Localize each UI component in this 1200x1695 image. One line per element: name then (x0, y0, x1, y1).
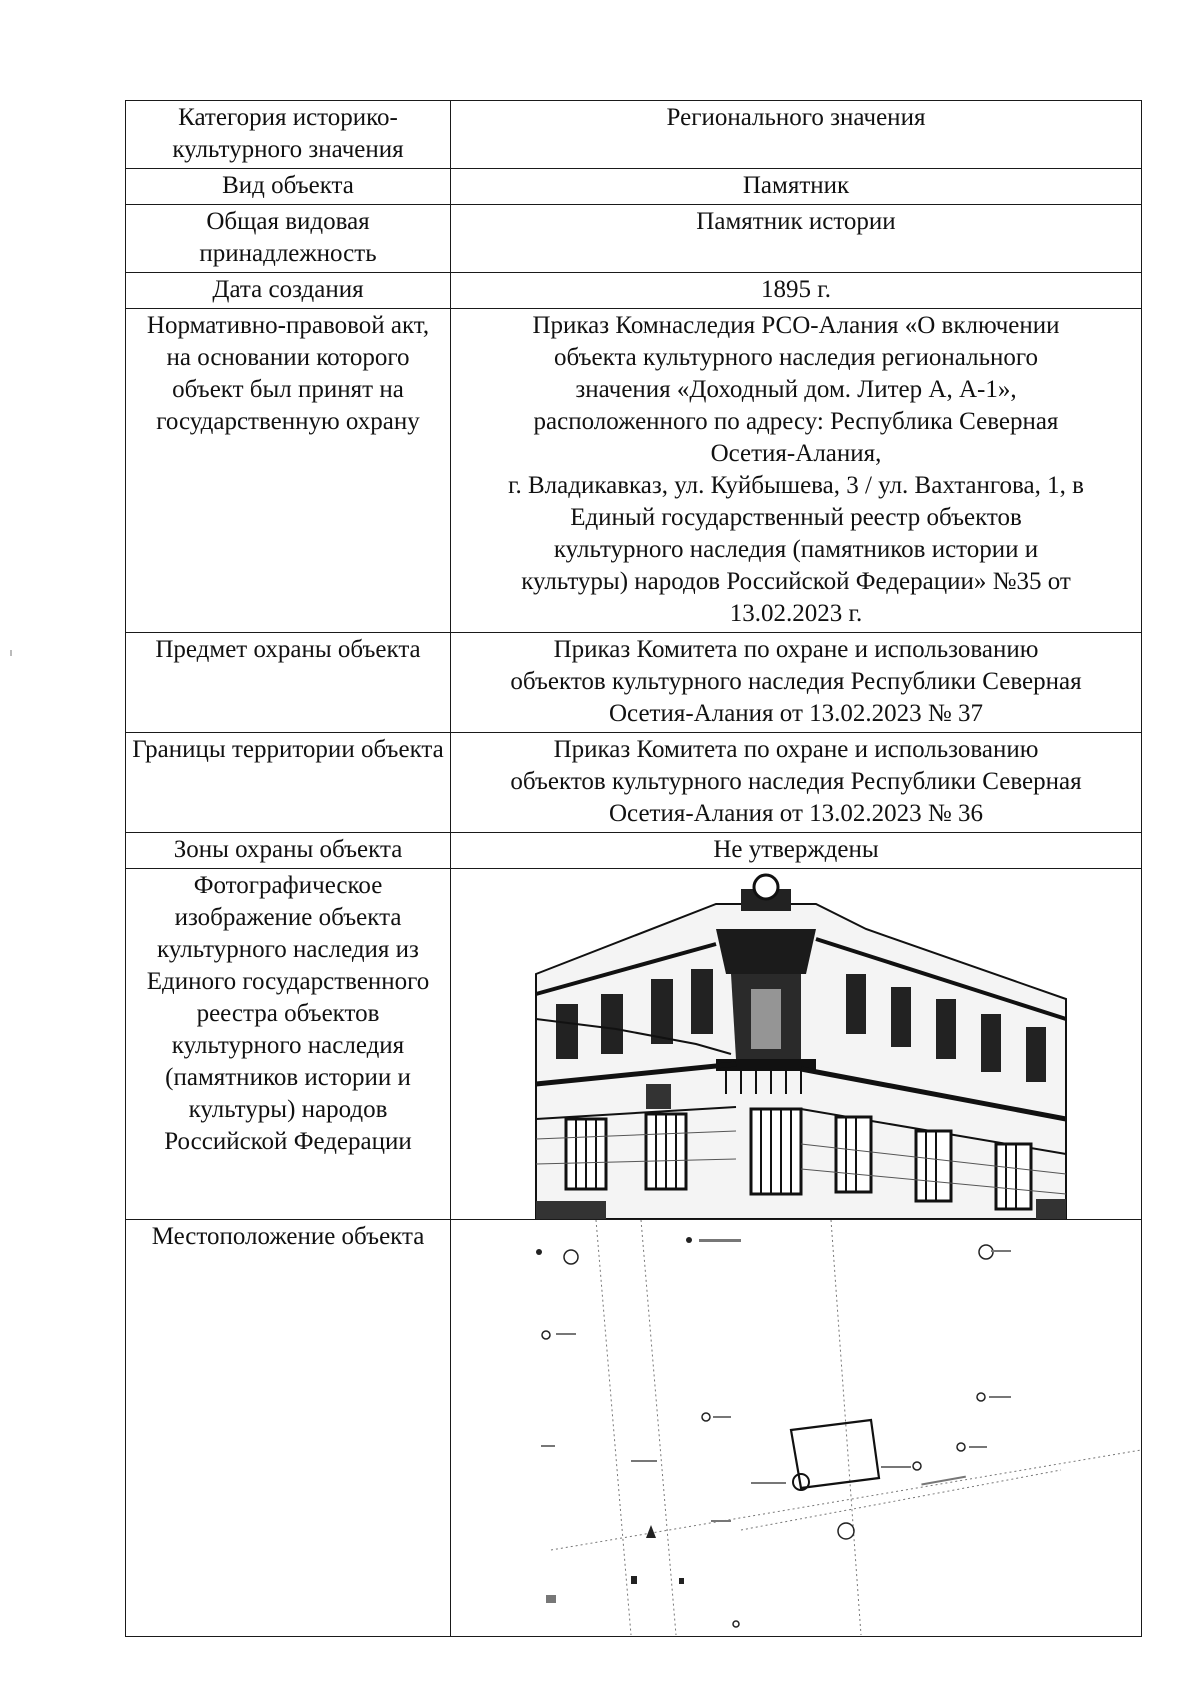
row-label: Зоны охраны объекта (125, 832, 451, 869)
value-line: Приказ Комнаследия РСО-Алания «О включен… (532, 312, 1060, 339)
scan-mark (10, 650, 12, 656)
value-line: культуры) народов Российской Федерации» … (521, 568, 1071, 595)
table-row: Дата создания 1895 г. (125, 272, 1142, 309)
row-value: Приказ Комитета по охране и использовани… (450, 732, 1142, 833)
value-line: Осетия-Алания, (710, 440, 882, 467)
row-label: Границы территории объекта (125, 732, 451, 833)
value-line: объектов культурного наследия Республики… (510, 668, 1082, 695)
table-row: Нормативно-правовой акт, на основании ко… (125, 308, 1142, 633)
row-label: Категория историко-культурного значения (125, 100, 451, 169)
table-row: Категория историко-культурного значения … (125, 100, 1142, 169)
value-line: расположенного по адресу: Республика Сев… (533, 408, 1059, 435)
table-row: Местоположение объекта (125, 1219, 1142, 1637)
row-label: Предмет охраны объекта (125, 632, 451, 733)
map-cell (450, 1219, 1142, 1637)
row-label: Фотографическое изображение объекта куль… (125, 868, 451, 1220)
row-value: Памятник истории (450, 204, 1142, 273)
table-row: Зоны охраны объекта Не утверждены (125, 832, 1142, 869)
row-label: Местоположение объекта (125, 1219, 451, 1637)
value-line: Приказ Комитета по охране и использовани… (553, 736, 1039, 763)
value-line: объектов культурного наследия Республики… (510, 768, 1082, 795)
row-value: Не утверждены (450, 832, 1142, 869)
table-row: Границы территории объекта Приказ Комите… (125, 732, 1142, 833)
row-label: Общая видовая принадлежность (125, 204, 451, 273)
value-line: г. Владикавказ, ул. Куйбышева, 3 / ул. В… (508, 472, 1084, 499)
photo-cell (450, 868, 1142, 1220)
location-map (451, 1220, 1141, 1635)
value-line: значения «Доходный дом. Литер А, А-1», (575, 376, 1017, 403)
value-line: 13.02.2023 г. (729, 600, 863, 627)
table-row: Общая видовая принадлежность Памятник ис… (125, 204, 1142, 273)
value-line: объекта культурного наследия регионально… (554, 344, 1038, 371)
value-line: культурного наследия (памятников истории… (553, 536, 1039, 563)
row-label: Нормативно-правовой акт, на основании ко… (125, 308, 451, 633)
row-label: Вид объекта (125, 168, 451, 205)
table-row: Вид объекта Памятник (125, 168, 1142, 205)
table-row: Фотографическое изображение объекта куль… (125, 868, 1142, 1220)
building-photo (451, 869, 1141, 1219)
value-line: Осетия-Алания от 13.02.2023 № 37 (608, 700, 983, 727)
row-value: Приказ Комнаследия РСО-Алания «О включен… (450, 308, 1142, 633)
table-row: Предмет охраны объекта Приказ Комитета п… (125, 632, 1142, 733)
value-line: Единый государственный реестр объектов (570, 504, 1022, 531)
row-value: Приказ Комитета по охране и использовани… (450, 632, 1142, 733)
row-value: Регионального значения (450, 100, 1142, 169)
row-label: Дата создания (125, 272, 451, 309)
row-value: Памятник (450, 168, 1142, 205)
registry-table: Категория историко-культурного значения … (125, 100, 1142, 1637)
value-line: Осетия-Алания от 13.02.2023 № 36 (608, 800, 983, 827)
row-value: 1895 г. (450, 272, 1142, 309)
value-line: Приказ Комитета по охране и использовани… (553, 636, 1039, 663)
